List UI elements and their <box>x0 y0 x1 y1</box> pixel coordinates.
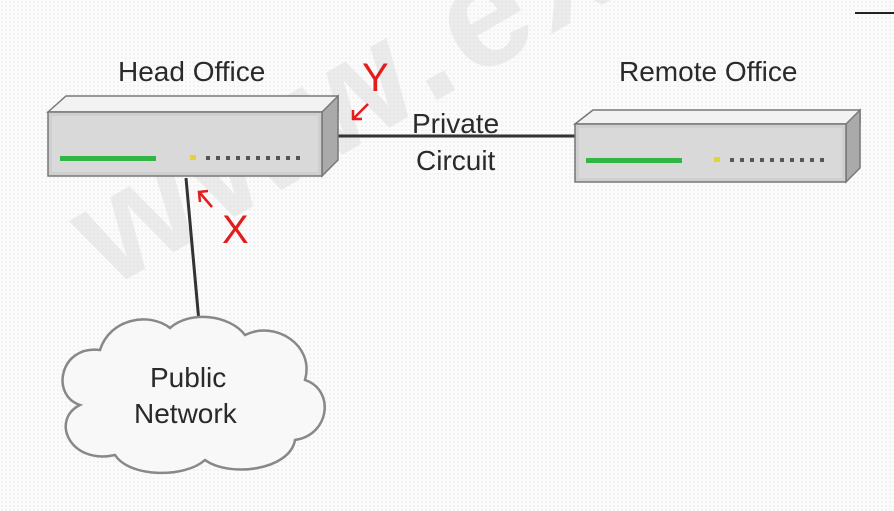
marker-y: Y <box>362 56 389 100</box>
remote-office-router <box>572 108 861 184</box>
marker-y-arrow <box>351 103 369 121</box>
corner-line <box>855 12 894 14</box>
private-circuit-label-line2: Circuit <box>416 145 496 176</box>
status-led-bar <box>60 156 156 161</box>
public-network-label-line2: Network <box>134 398 237 429</box>
public-network-label-line1: Public <box>150 362 227 393</box>
public-link-line <box>184 177 201 323</box>
port-led <box>714 157 720 162</box>
marker-x: X <box>222 208 249 252</box>
private-circuit-label-line1: Private <box>412 108 500 139</box>
head-office-label: Head Office <box>118 56 266 87</box>
status-led-bar <box>586 158 682 163</box>
public-network-cloud <box>61 315 326 475</box>
remote-office-label: Remote Office <box>619 56 798 87</box>
port-led <box>190 155 196 160</box>
head-office-router <box>46 94 339 178</box>
marker-x-arrow <box>197 189 213 208</box>
